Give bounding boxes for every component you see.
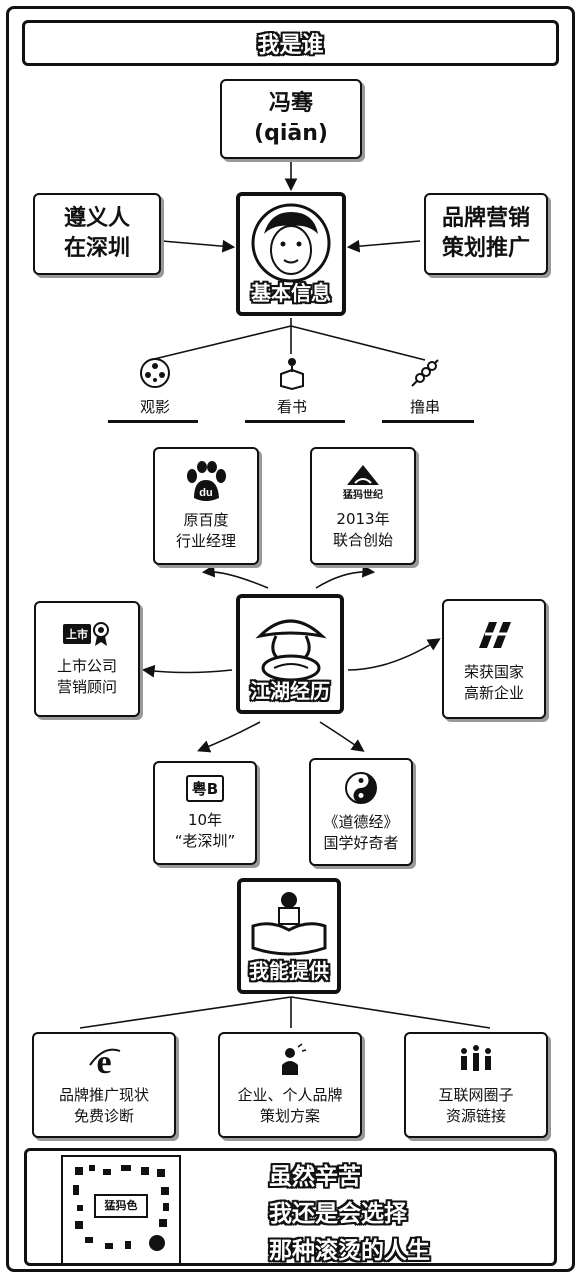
hobby-skewer: 撸串: [395, 356, 455, 417]
yin-yang-icon: [345, 772, 377, 804]
hightech-box: 荣获国家 高新企业: [442, 599, 546, 719]
license-plate-icon: 粤B: [185, 774, 225, 802]
footer-line3: 那种滚烫的人生: [269, 1238, 430, 1264]
hobby-reading: 看书: [262, 356, 322, 417]
hightech-logo-icon: [479, 622, 511, 648]
title-box: 我是谁: [22, 20, 559, 66]
career-hub-label: 江湖经历: [250, 679, 330, 703]
profession-box: 品牌营销 策划推广: [424, 193, 548, 275]
offer-line2: 资源链接: [445, 1107, 506, 1125]
offer-hub-label: 我能提供: [249, 959, 329, 983]
hobby-label: 撸串: [409, 398, 440, 416]
offer-line1: 企业、个人品牌: [237, 1086, 343, 1104]
cofounder-box: 猛犸世纪 2013年 联合创始: [310, 447, 416, 565]
offer-line1: 互联网圈子: [438, 1086, 514, 1104]
qr-code: 猛犸色: [61, 1155, 181, 1265]
idea-person-icon: [282, 1043, 307, 1075]
listed-line1: 上市公司: [56, 657, 117, 675]
baidu-paw-icon: du: [187, 461, 226, 501]
portrait-icon: [251, 203, 331, 283]
profession-line2: 策划推广: [441, 236, 530, 261]
certificate-icon: 上市: [63, 620, 111, 648]
offer-line1: 品牌推广现状: [58, 1086, 149, 1104]
plate-text: 粤B: [191, 779, 219, 798]
offer-item-diagnosis: e 品牌推广现状 免费诊断: [32, 1032, 176, 1138]
daodejing-box: 《道德经》 国学好奇者: [309, 758, 413, 866]
daodejing-line1: 《道德经》: [323, 813, 399, 831]
basic-info-hub: 基本信息: [236, 192, 346, 316]
listed-badge: 上市: [63, 624, 91, 644]
name-box: 冯骞 (qiān): [220, 79, 362, 159]
hobby-label: 观影: [139, 398, 170, 416]
cofounder-line1: 2013年: [336, 510, 390, 528]
book-icon: [280, 358, 304, 390]
ie-browser-icon: e: [89, 1044, 121, 1079]
name-text: 冯骞: [268, 91, 313, 116]
hobby-label: 看书: [276, 398, 307, 416]
shenzhen-line1: 10年: [187, 810, 223, 829]
hometown-line1: 遵义人: [63, 206, 130, 231]
shenzhen-box: 粤B 10年 “老深圳”: [153, 761, 257, 865]
page-title: 我是谁: [257, 33, 324, 58]
skewer-icon: [411, 359, 439, 387]
daodejing-line2: 国学好奇者: [323, 834, 399, 852]
baidu-line2: 行业经理: [175, 532, 236, 550]
qr-label: 猛犸色: [104, 1199, 138, 1212]
outer-frame: [6, 6, 575, 1272]
profession-line1: 品牌营销: [441, 206, 530, 231]
cofounder-logo-text: 猛犸世纪: [343, 490, 383, 501]
listed-company-box: 上市 上市公司 营销顾问: [34, 601, 140, 717]
mountain-logo-icon: [347, 465, 379, 485]
svg-text:e: e: [96, 1044, 111, 1079]
shenzhen-line2: “老深圳”: [174, 831, 236, 850]
name-pinyin: (qiān): [254, 121, 328, 146]
footer-box: 猛犸色 虽然辛苦 我还是会选择 那种滚烫的人生: [24, 1148, 557, 1266]
offer-line2: 策划方案: [259, 1107, 320, 1125]
film-reel-icon: [140, 358, 170, 388]
baidu-line1: 原百度: [183, 511, 229, 529]
hometown-box: 遵义人 在深圳: [33, 193, 161, 275]
cofounder-line2: 联合创始: [332, 531, 393, 549]
hometown-line2: 在深圳: [63, 236, 130, 261]
qr-pattern: [73, 1165, 169, 1251]
divider: [245, 420, 345, 423]
offer-hub: 我能提供: [237, 878, 341, 994]
hightech-line1: 荣获国家: [463, 663, 524, 681]
hightech-line2: 高新企业: [463, 684, 524, 702]
network-people-icon: [461, 1045, 491, 1071]
svg-text:du: du: [199, 487, 212, 499]
baidu-box: du 原百度 行业经理: [153, 447, 259, 565]
medal-icon: [93, 622, 109, 646]
offer-item-plan: 企业、个人品牌 策划方案: [218, 1032, 362, 1138]
offer-item-network: 互联网圈子 资源链接: [404, 1032, 548, 1138]
straw-hat-icon: [255, 619, 327, 682]
divider: [108, 420, 198, 423]
footer-line1: 虽然辛苦: [269, 1164, 361, 1190]
gift-hands-icon: [251, 892, 327, 956]
career-hub: 江湖经历: [236, 594, 344, 714]
listed-line2: 营销顾问: [56, 678, 117, 696]
basic-info-label: 基本信息: [251, 281, 331, 305]
offer-line2: 免费诊断: [73, 1107, 134, 1125]
divider: [382, 420, 474, 423]
footer-line2: 我还是会选择: [269, 1201, 407, 1227]
hobby-film: 观影: [125, 356, 185, 417]
